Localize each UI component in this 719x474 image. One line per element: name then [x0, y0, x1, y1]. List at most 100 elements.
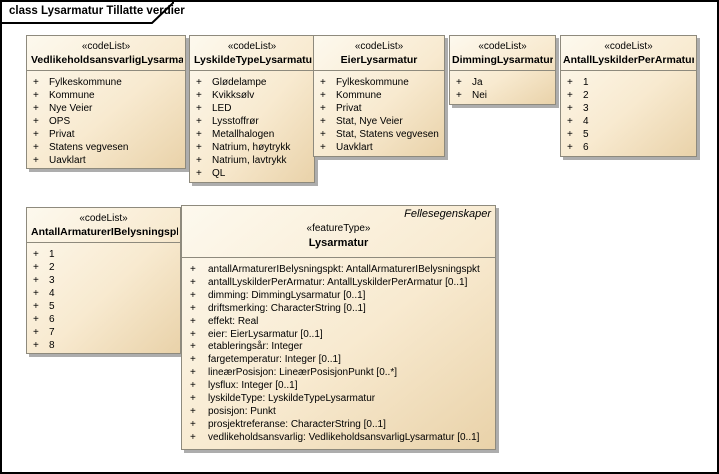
- stereotype-label: «codeList»: [79, 213, 128, 224]
- visibility-marker: +: [196, 116, 202, 127]
- visibility-marker: +: [190, 431, 196, 443]
- visibility-marker: +: [567, 90, 573, 101]
- box-header: «codeList» AntallArmaturerIBelysningspkt: [27, 208, 180, 243]
- codelist-box-antall-armaturer-i-belysningspkt[interactable]: «codeList» AntallArmaturerIBelysningspkt…: [26, 207, 181, 354]
- codelist-items: +Fylkeskommune+Kommune+Privat+Stat, Nye …: [314, 71, 444, 156]
- list-item: + Stat, Statens vegvesen: [314, 128, 444, 141]
- featuretype-box-lysarmatur[interactable]: Fellesegenskaper «featureType» Lysarmatu…: [181, 205, 496, 450]
- codelist-box-lyskildetype-lysarmatur[interactable]: «codeList» LyskildeTypeLysarmatur +Gløde…: [189, 35, 315, 183]
- visibility-marker: +: [33, 249, 39, 260]
- item-label: Stat, Statens vegvesen: [336, 129, 439, 140]
- visibility-marker: +: [190, 328, 196, 340]
- visibility-marker: +: [33, 301, 39, 312]
- list-item: +1: [27, 248, 180, 261]
- item-label: LED: [212, 103, 232, 114]
- list-item: + Kommune: [27, 89, 185, 102]
- item-label: Glødelampe: [212, 77, 267, 88]
- item-label: 2: [583, 90, 589, 101]
- list-item: +5: [27, 300, 180, 313]
- item-label: Uavklart: [336, 142, 373, 153]
- visibility-marker: +: [196, 77, 202, 88]
- list-item: +7: [27, 326, 180, 339]
- list-item: +vedlikeholdsansvarlig: Vedlikeholdsansv…: [182, 432, 495, 445]
- stereotype-label: «codeList»: [478, 41, 527, 52]
- item-label: Kommune: [49, 90, 95, 101]
- list-item: +dimming: DimmingLysarmatur [0..1]: [182, 290, 495, 303]
- item-label: 8: [49, 340, 55, 351]
- item-label: 5: [583, 129, 589, 140]
- visibility-marker: +: [190, 264, 196, 275]
- visibility-marker: +: [33, 103, 39, 114]
- list-item: +6: [27, 313, 180, 326]
- list-item: +lyskildeType: LyskildeTypeLysarmatur: [182, 393, 495, 406]
- item-label: lysflux: Integer [0..1]: [208, 380, 298, 392]
- item-label: antallArmaturerIBelysningspkt: AntallArm…: [208, 264, 480, 275]
- visibility-marker: +: [190, 405, 196, 417]
- list-item: +eier: EierLysarmatur [0..1]: [182, 329, 495, 342]
- box-header: «codeList» VedlikeholdsansvarligLysarmat…: [27, 36, 185, 71]
- list-item: +4: [561, 115, 696, 128]
- codelist-box-vedlikeholdsansvarlig-lysarmatur[interactable]: «codeList» VedlikeholdsansvarligLysarmat…: [26, 35, 186, 169]
- visibility-marker: +: [190, 380, 196, 392]
- item-label: Ja: [472, 77, 483, 88]
- stereotype-label: «featureType»: [306, 223, 371, 234]
- item-label: driftsmerking: CharacterString [0..1]: [208, 302, 366, 314]
- list-item: + lysflux: Integer [0..1]: [182, 380, 495, 393]
- visibility-marker: +: [320, 116, 326, 127]
- list-item: +2: [27, 261, 180, 274]
- visibility-marker: +: [320, 103, 326, 114]
- item-label: lyskildeType: LyskildeTypeLysarmatur: [208, 393, 376, 405]
- list-item: +5: [561, 128, 696, 141]
- visibility-marker: +: [190, 302, 196, 314]
- visibility-marker: +: [196, 103, 202, 114]
- item-label: antallLyskilderPerArmatur: AntallLyskild…: [208, 276, 468, 288]
- diagram-title-tab: [0, 0, 174, 24]
- item-label: Kvikksølv: [212, 90, 255, 101]
- list-item: +prosjektreferanse: CharacterString [0..…: [182, 419, 495, 432]
- codelist-box-dimming-lysarmatur[interactable]: «codeList» DimmingLysarmatur +Ja+Nei: [449, 35, 556, 105]
- visibility-marker: +: [190, 289, 196, 301]
- list-item: +OPS: [27, 115, 185, 128]
- visibility-marker: +: [320, 129, 326, 140]
- box-header: «codeList» DimmingLysarmatur: [450, 36, 555, 71]
- diagram-title: class Lysarmatur Tillatte verdier: [9, 5, 185, 17]
- item-label: OPS: [49, 116, 71, 127]
- item-label: Nye Veier: [49, 103, 93, 114]
- codelist-box-eier-lysarmatur[interactable]: «codeList» EierLysarmatur +Fylkeskommune…: [313, 35, 445, 157]
- visibility-marker: +: [320, 77, 326, 88]
- list-item: +effekt: Real: [182, 316, 495, 329]
- item-label: 1: [49, 249, 55, 260]
- list-item: +Ja: [450, 76, 555, 89]
- visibility-marker: +: [567, 103, 573, 114]
- item-label: 6: [583, 142, 589, 153]
- box-header: Fellesegenskaper «featureType» Lysarmatu…: [182, 206, 495, 258]
- visibility-marker: +: [190, 315, 196, 327]
- codelist-items: +Fylkeskommune+Kommune+Nye Veier+OPS+Pri…: [27, 71, 185, 169]
- item-label: QL: [212, 168, 226, 179]
- codelist-box-antall-lyskilder-per-armatur[interactable]: «codeList» AntallLyskilderPerArmatur +1+…: [560, 35, 697, 157]
- list-item: +2: [561, 89, 696, 102]
- visibility-marker: +: [33, 90, 39, 101]
- item-label: Privat: [336, 103, 362, 114]
- visibility-marker: +: [190, 367, 196, 379]
- visibility-marker: +: [33, 142, 39, 153]
- box-name: AntallLyskilderPerArmatur: [563, 54, 694, 66]
- item-label: 2: [49, 262, 55, 273]
- item-label: Lysstoffrør: [212, 116, 259, 127]
- list-item: +6: [561, 141, 696, 154]
- box-name: Lysarmatur: [308, 237, 369, 249]
- list-item: +Metallhalogen: [190, 128, 314, 141]
- visibility-marker: +: [190, 276, 196, 288]
- item-label: prosjektreferanse: CharacterString [0..1…: [208, 418, 386, 430]
- item-label: posisjon: Punkt: [208, 405, 276, 417]
- list-item: + antallArmaturerIBelysningspkt: AntallAr…: [182, 264, 495, 277]
- item-label: etableringsår: Integer: [208, 341, 303, 353]
- list-item: +Uavklart: [27, 154, 185, 167]
- visibility-marker: +: [33, 77, 39, 88]
- list-item: + Glødelampe: [190, 76, 314, 89]
- list-item: +Stat, Nye Veier: [314, 115, 444, 128]
- visibility-marker: +: [33, 314, 39, 325]
- box-name: LyskildeTypeLysarmatur: [194, 54, 312, 66]
- visibility-marker: +: [33, 288, 39, 299]
